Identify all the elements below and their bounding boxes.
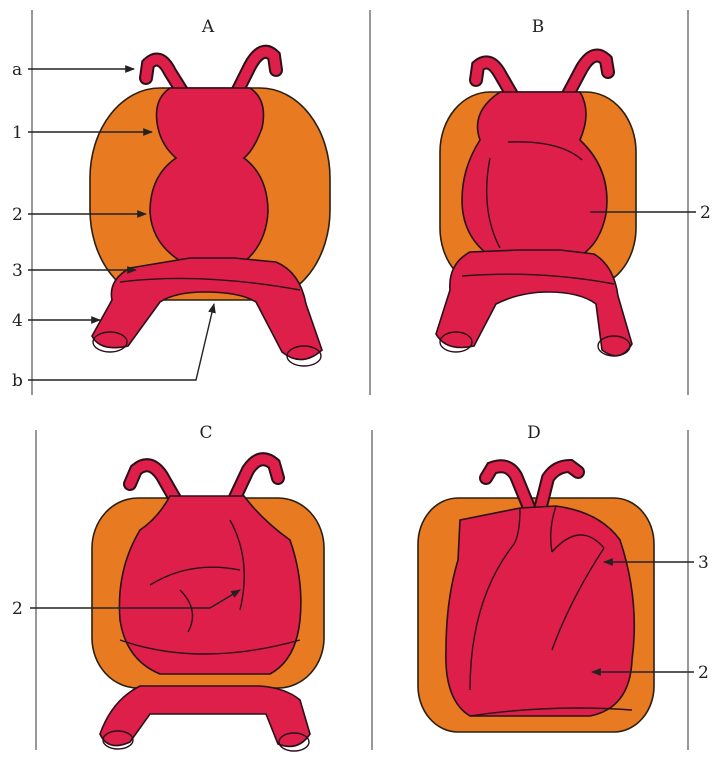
callout-3-label: 3	[12, 261, 23, 281]
callout-b-label: b	[12, 371, 23, 391]
panel-c-venous-horns	[100, 686, 310, 746]
panel-d-title: D	[527, 423, 541, 443]
panel-a-heart-tube	[150, 88, 268, 262]
callout-b-2-label: 2	[700, 203, 711, 223]
panel-c: C	[92, 423, 324, 751]
callout-2-label: 2	[12, 205, 23, 225]
callout-d-3-label: 3	[698, 553, 709, 573]
panel-c-title: C	[199, 423, 212, 443]
callout-1-label: 1	[12, 123, 23, 143]
callout-4-label: 4	[12, 311, 23, 331]
callout-d-2-label: 2	[698, 663, 709, 683]
panel-b-title: B	[532, 17, 545, 37]
panel-d: D	[418, 423, 654, 732]
callout-a-label: a	[12, 60, 22, 80]
panel-b: B	[436, 17, 636, 356]
panel-b-heart-loop	[462, 92, 607, 256]
panel-b-venous-horns	[436, 250, 632, 356]
panel-d-heart	[446, 506, 634, 716]
panel-a-title: A	[201, 17, 215, 37]
callout-c-2-label: 2	[12, 599, 23, 619]
